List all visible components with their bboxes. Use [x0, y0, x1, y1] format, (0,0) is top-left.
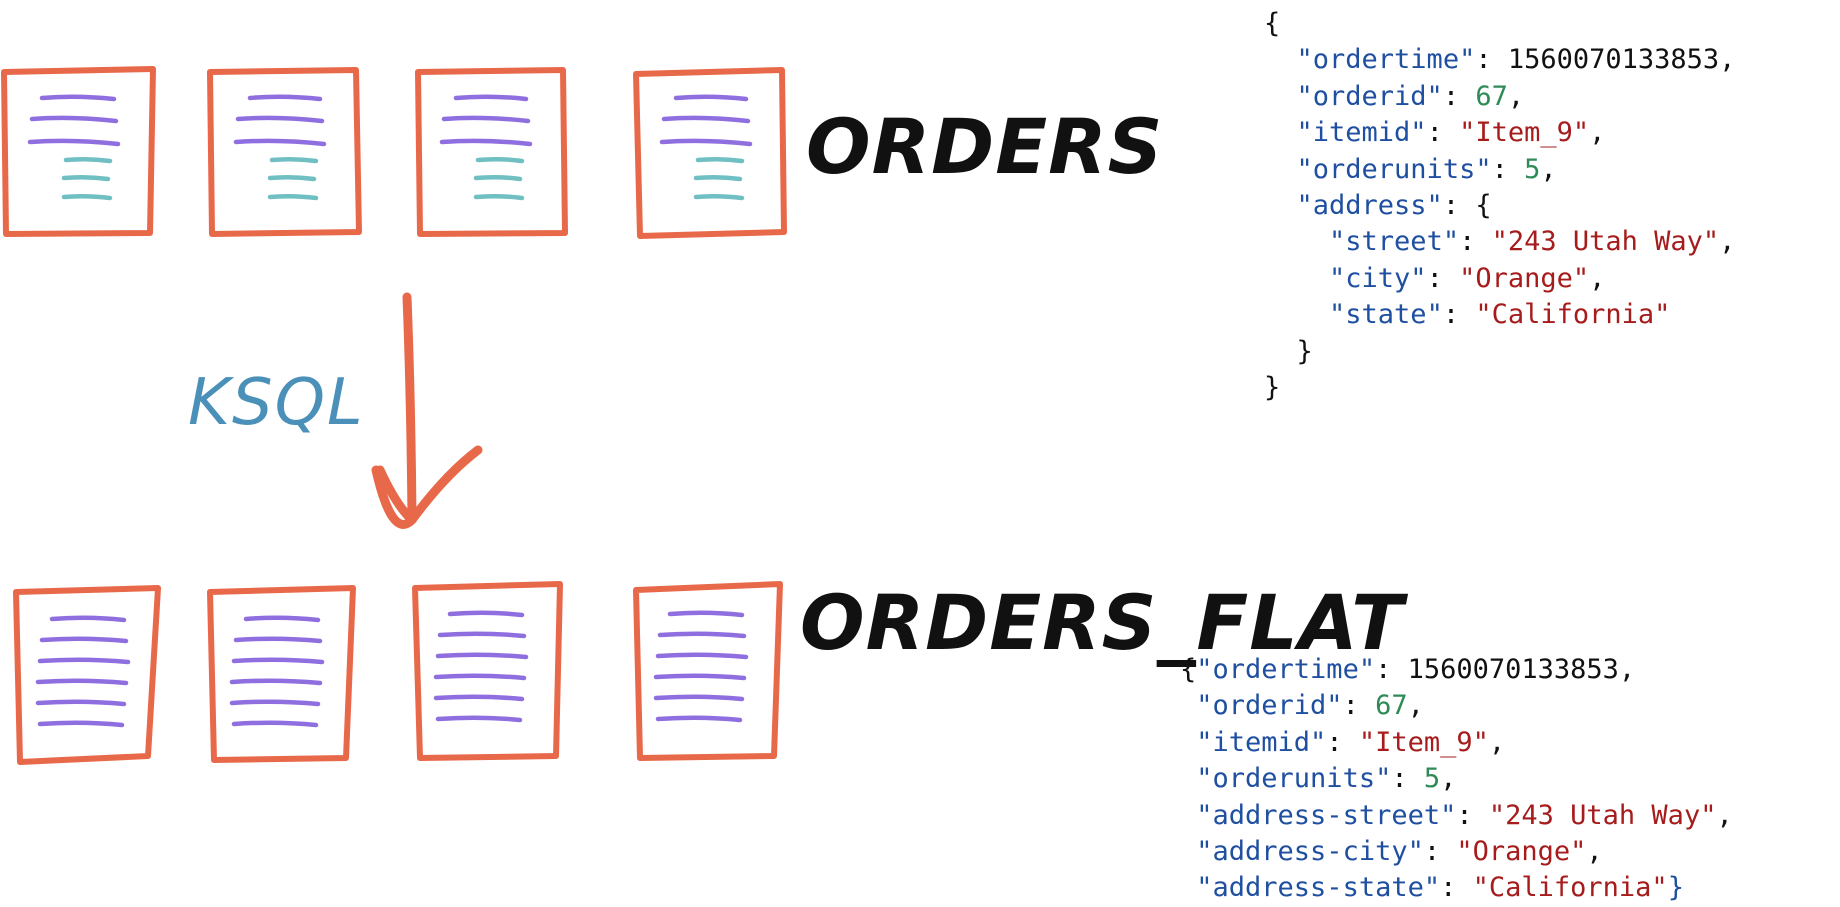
document-icon	[415, 67, 568, 237]
json-key-orderid: "orderid"	[1296, 80, 1443, 112]
json-value-address-street: "243 Utah Way"	[1488, 799, 1717, 831]
arrow-down-icon	[371, 292, 483, 529]
json-key-orderunits: "orderunits"	[1296, 153, 1492, 185]
document-icon	[1, 66, 156, 237]
flat-message-card-2	[207, 585, 356, 763]
json-key-address: "address"	[1296, 190, 1443, 222]
orders-json-example: { "ordertime": 1560070133853, "orderid":…	[1264, 8, 1736, 404]
json-address-close-brace: }	[1296, 335, 1313, 367]
document-icon	[412, 581, 563, 761]
orders-stream-label: ORDERS	[806, 102, 1164, 191]
order-message-card-3	[415, 67, 568, 237]
json-value-street: "243 Utah Way"	[1491, 226, 1720, 258]
json-key-address-state: "address-state"	[1196, 872, 1441, 904]
json-key-state: "state"	[1329, 299, 1443, 331]
json-value-ordertime: 1560070133853	[1507, 44, 1720, 76]
json-close-brace: }	[1264, 372, 1281, 404]
transform-arrow	[371, 292, 483, 529]
json-key-address-city: "address-city"	[1196, 836, 1424, 868]
order-message-card-4	[633, 67, 787, 239]
flat-message-card-1	[13, 585, 161, 765]
json-value-itemid: "Item_9"	[1358, 726, 1489, 758]
document-icon	[207, 67, 362, 237]
json-key-ordertime: "ordertime"	[1196, 654, 1376, 685]
json-value-itemid: "Item_9"	[1459, 117, 1590, 149]
orders-stream	[1, 66, 787, 239]
json-open-brace: {	[1180, 654, 1197, 685]
json-open-brace: {	[1264, 8, 1281, 39]
document-icon	[633, 581, 783, 761]
document-icon	[633, 67, 787, 239]
json-key-street: "street"	[1329, 226, 1460, 258]
order-message-card-2	[207, 67, 362, 237]
json-key-orderunits: "orderunits"	[1196, 763, 1392, 795]
orders-flat-stream	[13, 581, 783, 765]
flat-message-card-4	[633, 581, 783, 761]
json-value-orderunits: 5	[1423, 763, 1441, 795]
ksql-label: KSQL	[188, 366, 365, 440]
document-icon	[13, 585, 161, 765]
json-key-itemid: "itemid"	[1296, 117, 1427, 149]
flat-message-card-3	[412, 581, 563, 761]
json-key-ordertime: "ordertime"	[1296, 44, 1476, 76]
orders-flat-json-example: {"ordertime": 1560070133853, "orderid": …	[1180, 654, 1733, 904]
json-value-address-state: "California"	[1472, 872, 1668, 904]
json-close-brace: }	[1667, 872, 1684, 904]
json-key-address-street: "address-street"	[1196, 799, 1457, 831]
json-value-state: "California"	[1475, 299, 1671, 331]
json-value-ordertime: 1560070133853	[1407, 654, 1619, 685]
json-value-address-city: "Orange"	[1456, 836, 1587, 868]
json-key-city: "city"	[1329, 262, 1427, 294]
document-icon	[207, 585, 356, 763]
json-value-orderunits: 5	[1524, 153, 1541, 185]
json-value-orderid: 67	[1375, 690, 1408, 722]
json-key-orderid: "orderid"	[1196, 690, 1343, 722]
json-value-orderid: 67	[1475, 80, 1508, 112]
orders-flat-stream-label: ORDERS_FLAT	[800, 578, 1405, 667]
json-value-city: "Orange"	[1459, 262, 1590, 294]
json-key-itemid: "itemid"	[1196, 726, 1327, 758]
order-message-card-1	[1, 66, 156, 237]
